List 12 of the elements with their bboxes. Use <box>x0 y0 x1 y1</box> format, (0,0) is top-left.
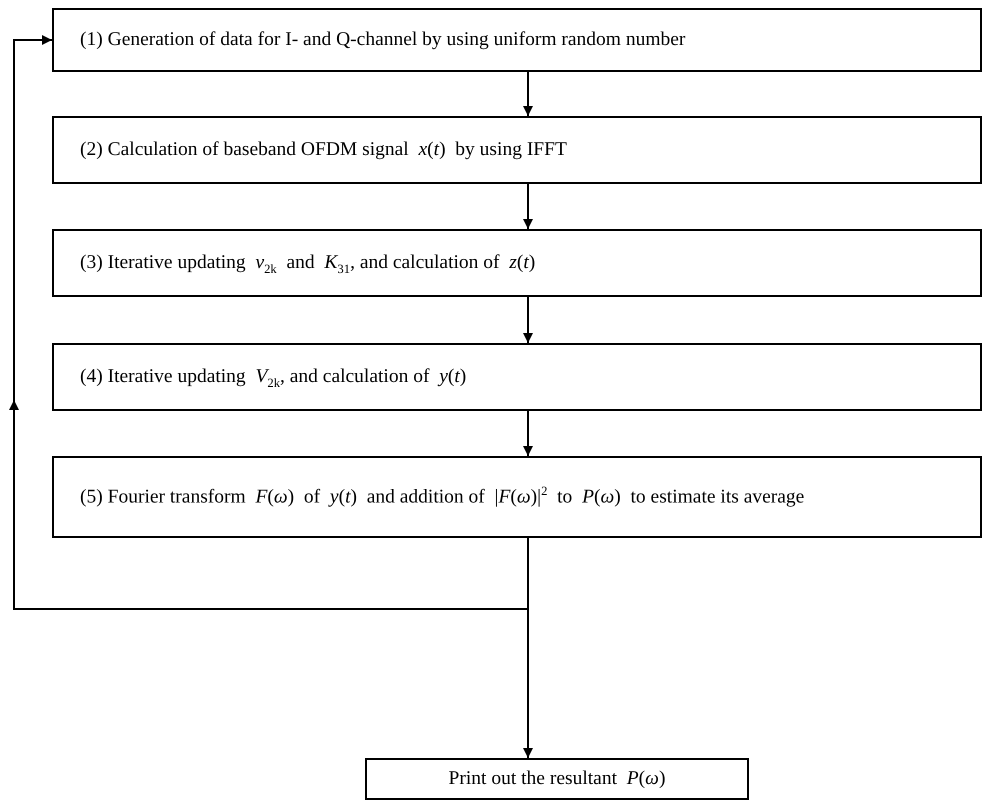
process-box <box>52 116 982 184</box>
process-box <box>365 758 749 800</box>
step-text: Print out the resultant P(ω) <box>448 767 666 792</box>
process-box <box>52 8 982 72</box>
step-text: (2) Calculation of baseband OFDM signal x(t) by using IFFT <box>80 138 567 162</box>
step-text: (5) Fourier transform F(ω) of y(t) and addition of |F(ω)|$^{2}$ to P(ω) to estimate its average <box>80 483 804 510</box>
process-box <box>52 456 982 538</box>
step-text: (4) Iterative updating V$_{2k}$, and calculation of y(t) <box>80 364 466 392</box>
step-text: (3) Iterative updating v$_{2k}$ and K$_{31}$, and calculation of z(t) <box>80 250 536 278</box>
process-box <box>52 229 982 297</box>
process-box <box>52 343 982 411</box>
step-text: (1) Generation of data for I- and Q-channel by using uniform random number <box>80 28 686 52</box>
